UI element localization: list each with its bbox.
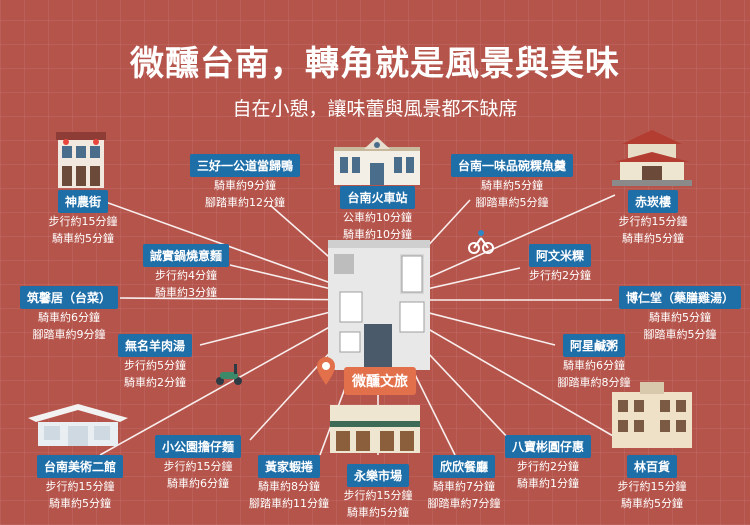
spot-time: 腳踏車約8分鐘 [557,376,631,389]
spot-time: 腳踏車約11分鐘 [249,497,329,510]
spot-time: 騎車約5分鐘 [49,497,111,510]
hotel-building-icon [328,240,430,370]
spot-time: 腳踏車約9分鐘 [32,328,106,341]
spot-time: 步行約5分鐘 [124,359,186,372]
shennong-street-building-icon [56,132,106,188]
spot-time: 步行約15分鐘 [45,480,115,493]
spot-tainan-station: 台南火車站 公車約10分鐘 騎車約10分鐘 [330,186,425,243]
spot-name: 小公園擔仔麵 [154,435,241,458]
page-subtitle: 自在小憩，讓味蕾與風景都不缺席 [232,98,518,120]
art-museum-2-icon [28,404,128,446]
spot-xinxin-restaurant: 欣欣餐廳 騎車約7分鐘 腳踏車約7分鐘 [424,455,504,512]
spot-huang-shrimp-roll: 黃家蝦捲 騎車約8分鐘 腳踏車約11分鐘 [246,455,332,512]
spot-time: 步行約15分鐘 [48,215,118,228]
spot-yiweipin: 台南一味品碗粿魚羹 騎車約5分鐘 腳踏車約5分鐘 [438,154,586,211]
yongle-market-icon [330,405,420,453]
spot-time: 騎車約5分鐘 [52,232,114,245]
spot-name: 無名羊肉湯 [117,334,192,357]
spot-name: 博仁堂（藥膳雞湯） [618,286,741,309]
spot-name: 三好一公道當歸鴨 [189,154,300,177]
spot-time: 騎車約6分鐘 [563,359,625,372]
spot-name: 筑馨居（台菜） [19,286,118,309]
scooter-icon [216,364,242,385]
bicycle-icon [468,230,494,254]
spot-chengshi-noodles: 誠實鍋燒意麵 步行約4分鐘 騎車約3分鐘 [136,244,236,301]
page-title: 微醺台南，轉角就是風景與美味 [130,44,620,84]
spot-time: 步行約4分鐘 [155,269,217,282]
spot-yongle-market: 永樂市場 步行約15分鐘 騎車約5分鐘 [336,464,420,521]
spot-time: 步行約15分鐘 [618,215,688,228]
spot-shennong-street: 神農街 步行約15分鐘 騎車約5分鐘 [48,190,118,247]
spot-hayashi: 林百貨 步行約15分鐘 騎車約5分鐘 [612,455,692,512]
spot-time: 騎車約3分鐘 [155,286,217,299]
spot-name: 阿星鹹粥 [562,334,625,357]
spot-name: 永樂市場 [346,464,409,487]
spot-sanhao-duck: 三好一公道當歸鴨 騎車約9分鐘 腳踏車約12分鐘 [180,154,310,211]
spot-time: 騎車約5分鐘 [481,179,543,192]
spot-time: 騎車約2分鐘 [124,376,186,389]
spot-name: 台南美術二館 [36,455,123,478]
hotel-label: 微醺文旅 [344,367,416,395]
spot-axing-porridge: 阿星鹹粥 騎車約6分鐘 腳踏車約8分鐘 [550,334,638,391]
hayashi-department-store-icon [612,382,692,448]
spot-time: 步行約2分鐘 [517,460,579,473]
spot-time: 騎車約5分鐘 [347,506,409,519]
spot-time: 步行約2分鐘 [529,269,591,282]
spot-time: 騎車約1分鐘 [517,477,579,490]
spot-time: 腳踏車約5分鐘 [643,328,717,341]
spot-time: 騎車約5分鐘 [649,311,711,324]
spot-time: 騎車約5分鐘 [621,497,683,510]
spot-time: 步行約15分鐘 [617,480,687,493]
spot-time: 騎車約9分鐘 [214,179,276,192]
spot-name: 林百貨 [626,455,677,478]
spot-zhuxinju: 筑馨居（台菜） 騎車約6分鐘 腳踏車約9分鐘 [14,286,124,343]
spot-name: 赤崁樓 [627,190,678,213]
spot-name: 神農街 [57,190,108,213]
spot-time: 腳踏車約7分鐘 [427,497,501,510]
spot-name: 台南一味品碗粿魚羹 [450,154,573,177]
spot-borentang: 博仁堂（藥膳雞湯） 騎車約5分鐘 腳踏車約5分鐘 [614,286,746,343]
spot-name: 黃家蝦捲 [257,455,320,478]
spot-name: 誠實鍋燒意麵 [142,244,229,267]
spot-name: 八寶彬圓仔惠 [504,435,591,458]
chihkan-tower-icon [612,130,692,186]
spot-babaobin: 八寶彬圓仔惠 步行約2分鐘 騎車約1分鐘 [500,435,596,492]
spot-name: 欣欣餐廳 [432,455,495,478]
spot-time: 騎車約10分鐘 [343,228,412,241]
spot-time: 腳踏車約12分鐘 [205,196,285,209]
spot-time: 騎車約7分鐘 [433,480,495,493]
spot-time: 騎車約6分鐘 [167,477,229,490]
spot-time: 腳踏車約5分鐘 [475,196,549,209]
spot-awen-migui: 阿文米粿 步行約2分鐘 [520,244,600,284]
spot-time: 公車約10分鐘 [343,211,412,224]
spot-art-museum-2: 台南美術二館 步行約15分鐘 騎車約5分鐘 [28,455,132,512]
tainan-station-building-icon [334,137,420,185]
location-pin-icon [317,357,335,385]
spot-name: 阿文米粿 [528,244,591,267]
spot-lamb-soup: 無名羊肉湯 步行約5分鐘 騎車約2分鐘 [110,334,200,391]
spot-danzai-noodles: 小公園擔仔麵 步行約15分鐘 騎車約6分鐘 [146,435,250,492]
spot-time: 步行約15分鐘 [163,460,233,473]
spot-time: 騎車約6分鐘 [38,311,100,324]
spot-chihkan-tower: 赤崁樓 步行約15分鐘 騎車約5分鐘 [616,190,690,247]
spot-time: 騎車約8分鐘 [258,480,320,493]
spot-time: 步行約15分鐘 [343,489,413,502]
spot-name: 台南火車站 [340,186,415,209]
spot-time: 騎車約5分鐘 [622,232,684,245]
